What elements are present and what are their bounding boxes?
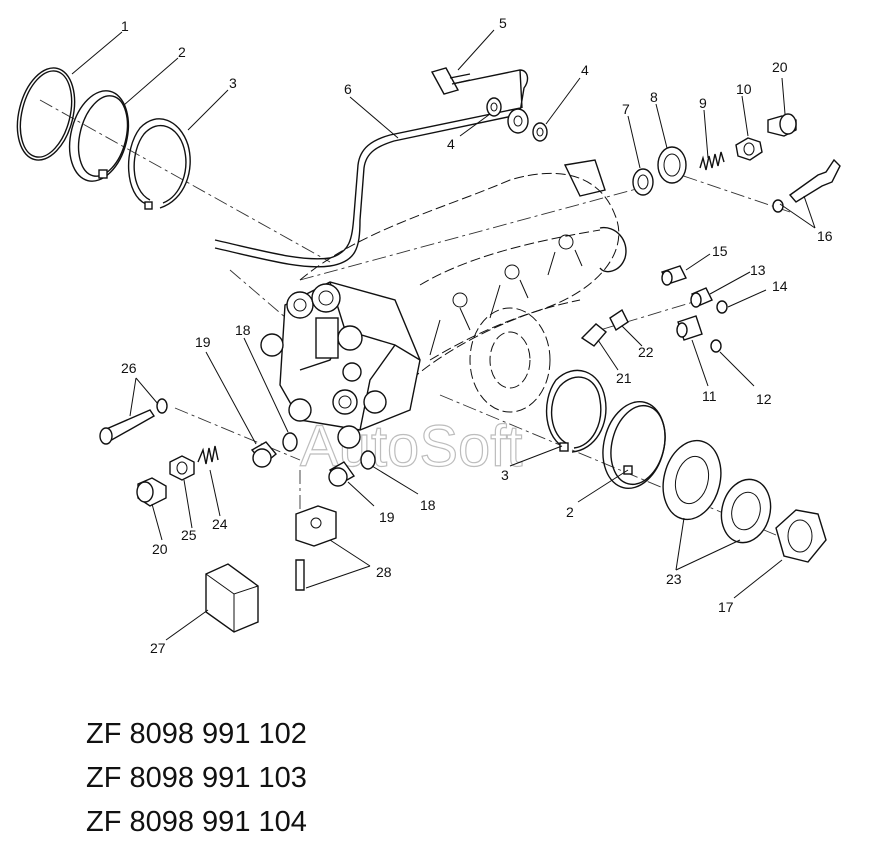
part-code-list: ZF 8098 991 102 ZF 8098 991 103 ZF 8098 … (86, 712, 307, 844)
callout-4-right: 4 (581, 62, 589, 78)
ring-14 (716, 300, 728, 314)
callout-19-left: 19 (195, 334, 211, 350)
nut-25 (169, 455, 195, 481)
callout-23: 23 (666, 571, 682, 587)
part-code-102: ZF 8098 991 102 (86, 718, 307, 750)
washers-23 (662, 439, 772, 544)
bolt-26 (99, 398, 168, 445)
ring-18-center (360, 450, 376, 470)
screw-plug-13 (690, 287, 713, 308)
callout-18-center: 18 (420, 497, 436, 513)
callout-5: 5 (499, 15, 507, 31)
callout-6: 6 (344, 81, 352, 97)
callout-19-center: 19 (379, 509, 395, 525)
callout-17: 17 (718, 599, 734, 615)
screw-plug-19-center (328, 461, 356, 487)
disc-8 (657, 146, 687, 184)
callout-numbers: 1 2 3 6 5 4 4 7 8 9 10 20 16 15 13 14 22… (121, 15, 833, 656)
part-code-104: ZF 8098 991 104 (86, 806, 307, 838)
callout-20-left: 20 (152, 541, 168, 557)
part-code-103: ZF 8098 991 103 (86, 762, 307, 794)
spring-24 (197, 445, 219, 465)
callout-3-top: 3 (229, 75, 237, 91)
spring-9 (699, 151, 725, 171)
callout-26: 26 (121, 360, 137, 376)
callout-10: 10 (736, 81, 752, 97)
washers-4 (486, 97, 548, 142)
relay-27 (205, 563, 259, 633)
callout-8: 8 (650, 89, 658, 105)
callout-14: 14 (772, 278, 788, 294)
callout-18-left: 18 (235, 322, 251, 338)
nut-10 (735, 137, 763, 161)
callout-1: 1 (121, 18, 129, 34)
callout-4-left: 4 (447, 136, 455, 152)
callout-7: 7 (622, 101, 630, 117)
plug-15 (661, 265, 687, 286)
callout-16: 16 (817, 228, 833, 244)
leader-lines (71, 29, 816, 641)
ring-18-left (282, 432, 298, 452)
cap-20-left (136, 477, 167, 507)
circlip-3 (128, 118, 191, 210)
circlip-3-lower (545, 369, 607, 453)
callout-25: 25 (181, 527, 197, 543)
nut-17 (775, 509, 827, 563)
callout-22: 22 (638, 344, 654, 360)
callout-24: 24 (212, 516, 228, 532)
callout-20-top: 20 (772, 59, 788, 75)
callout-3-lower: 3 (501, 467, 509, 483)
callout-15: 15 (712, 243, 728, 259)
callout-9: 9 (699, 95, 707, 111)
screw-plug-11 (676, 315, 703, 341)
ring-1 (16, 67, 76, 161)
exploded-parts-diagram: AutoSoft (16, 15, 841, 656)
callout-28: 28 (376, 564, 392, 580)
sensor-21-22 (580, 308, 629, 347)
screw-plug-19-left (250, 441, 277, 468)
callout-21: 21 (616, 370, 632, 386)
oil-pipe-6 (214, 67, 529, 268)
seal-ring-2 (68, 90, 130, 182)
gearbox-housing (299, 159, 627, 415)
seal-ring-2-lower (602, 400, 666, 490)
callout-13: 13 (750, 262, 766, 278)
callout-12: 12 (756, 391, 772, 407)
callout-2-lower: 2 (566, 504, 574, 520)
callout-27: 27 (150, 640, 166, 656)
sealing-ring-7 (632, 168, 654, 196)
callout-11: 11 (702, 388, 717, 404)
cap-20-top (767, 113, 797, 137)
solenoid-28 (295, 505, 337, 591)
ring-12 (710, 339, 722, 353)
callout-2-top: 2 (178, 44, 186, 60)
valve-block (260, 281, 421, 449)
